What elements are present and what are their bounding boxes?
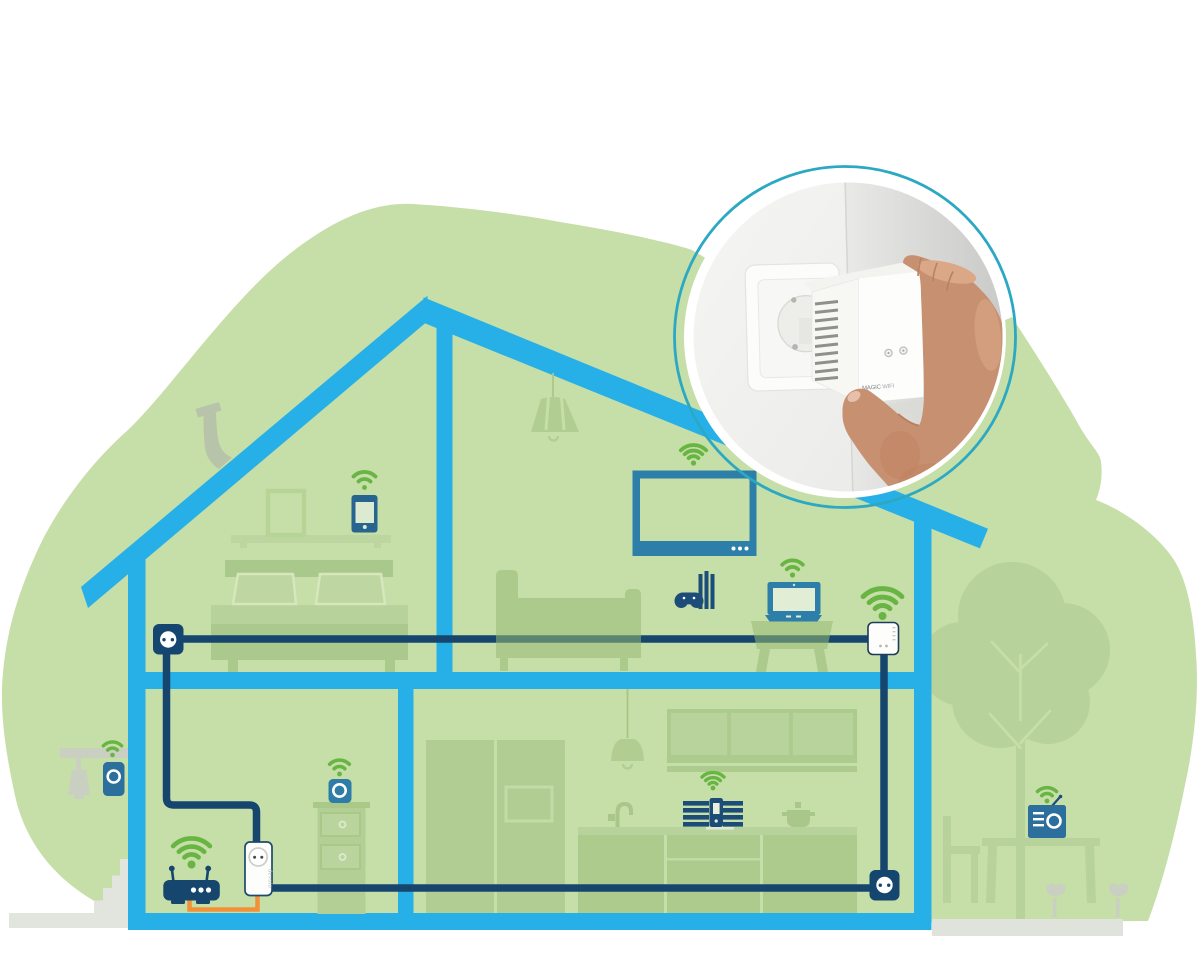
svg-text:devolo: devolo (267, 869, 273, 888)
svg-text:MAGIC WIFI: MAGIC WIFI (862, 384, 895, 392)
